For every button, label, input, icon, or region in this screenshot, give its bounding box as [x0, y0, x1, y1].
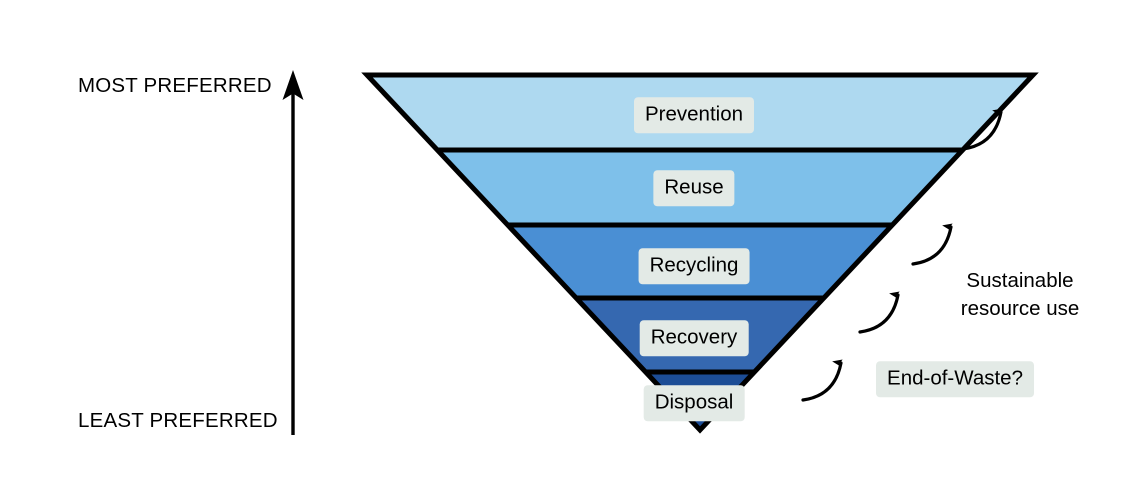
band-label-prevention: Prevention [633, 97, 755, 133]
curved-arrow-icon-1 [961, 112, 1001, 151]
band-label-reuse: Reuse [653, 170, 735, 206]
preference-axis [282, 70, 304, 435]
axis-arrowhead-up-icon [282, 70, 304, 100]
band-label-recycling: Recycling [638, 248, 750, 284]
funnel-outline [361, 72, 1039, 434]
annotation-line-1: Sustainable [966, 269, 1074, 292]
curved-arrow-icon-3 [858, 295, 898, 334]
annotation-end-of-waste: End-of-Waste? [876, 361, 1034, 397]
curved-arrow-icon-2 [911, 227, 951, 266]
annotation-sustainable-resource-use: Sustainable resource use [961, 267, 1080, 324]
sustainable-resource-arrows [801, 112, 1001, 402]
axis-label-most-preferred: MOST PREFERRED [78, 74, 272, 97]
band-label-disposal: Disposal [643, 385, 745, 421]
curved-arrow-icon-4 [801, 363, 841, 402]
band-label-recovery: Recovery [639, 320, 749, 356]
annotation-line-2: resource use [960, 297, 1080, 321]
axis-label-least-preferred: LEAST PREFERRED [78, 409, 278, 432]
